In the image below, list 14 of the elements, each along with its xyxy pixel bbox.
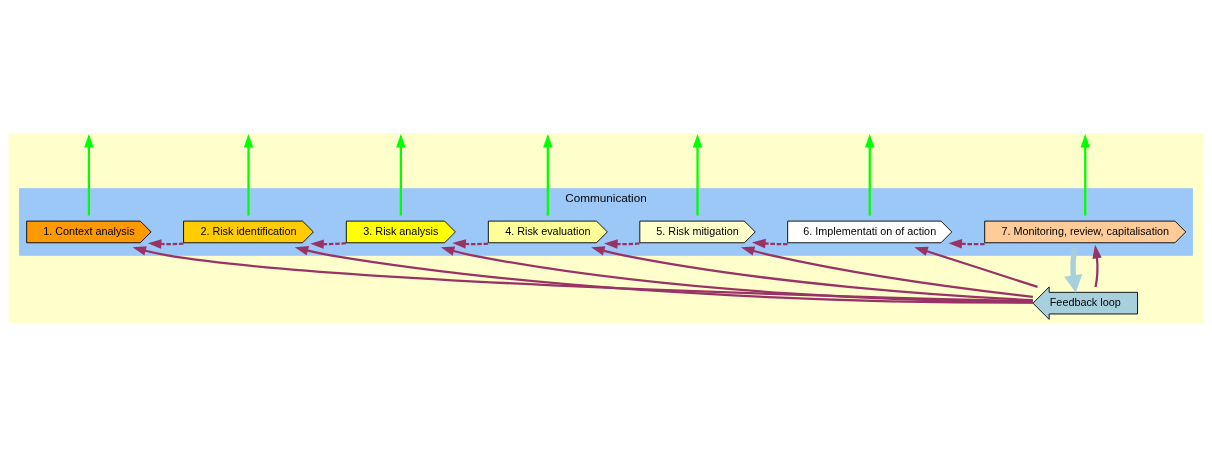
arrow bbox=[948, 239, 985, 249]
arrow bbox=[310, 239, 347, 249]
arrow bbox=[147, 239, 184, 249]
arrow bbox=[294, 246, 1033, 304]
arrow bbox=[914, 246, 1038, 288]
arrow bbox=[1092, 244, 1102, 288]
arrow bbox=[132, 246, 1033, 303]
arrow bbox=[604, 239, 640, 249]
arrow bbox=[751, 238, 788, 249]
arrow bbox=[740, 246, 1033, 298]
arrow bbox=[440, 246, 1033, 304]
arrow bbox=[591, 246, 1033, 302]
arrow bbox=[1064, 247, 1083, 293]
arrow bbox=[452, 239, 489, 249]
